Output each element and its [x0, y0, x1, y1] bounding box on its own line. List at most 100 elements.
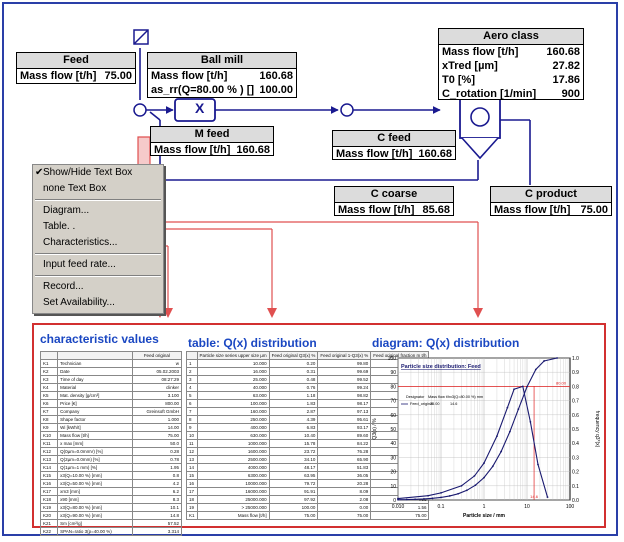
menu-item[interactable]: Set Availability...	[33, 295, 163, 311]
c-coarse-textbox[interactable]: C coarse Mass flow [t/h]85.68	[334, 186, 454, 216]
table-cell: K9	[39, 423, 59, 432]
data-point	[534, 368, 537, 371]
table-cell: 10000.000	[196, 479, 270, 488]
table-cell: Q(0µm=0.0mmV) [%]	[57, 447, 133, 456]
data-point	[448, 495, 451, 497]
table-header-cell: Particle size series upper size µm	[196, 351, 270, 360]
ball-mill-value: 100.00	[259, 84, 293, 96]
marker-x-label: 14.6	[530, 494, 539, 499]
menu-item-label: Show/Hide Text Box	[43, 167, 133, 178]
table-cell: 2500.000	[196, 455, 270, 464]
legend-header: x3(Q=80.00 %) mm	[450, 395, 483, 399]
data-point	[517, 408, 520, 411]
junction-icon	[340, 103, 354, 117]
table-cell: 15	[186, 471, 198, 480]
feed-textbox[interactable]: Feed Mass flow [t/h]75.00	[16, 52, 136, 84]
table-cell: Technician	[57, 359, 133, 368]
table-cell: w	[131, 359, 183, 368]
c-product-textbox[interactable]: C product Mass flow [t/h]75.00	[490, 186, 612, 216]
table-cell: 0.8	[131, 471, 183, 480]
y-tick-label: 50	[390, 427, 396, 433]
y2-tick-label: 0.9	[572, 370, 579, 376]
menu-separator	[35, 275, 161, 277]
aero-class-textbox[interactable]: Aero class Mass flow [t/h]160.68 xTred […	[438, 28, 584, 100]
table-cell: 76.28	[317, 447, 372, 456]
aero-class-value: 17.86	[552, 74, 580, 86]
menu-item-label: Diagram...	[43, 205, 90, 216]
table-cell: 95.61	[317, 415, 372, 424]
table-cell: K22	[39, 527, 59, 536]
table-cell: 25000.000	[196, 495, 270, 504]
data-point	[483, 476, 485, 479]
table-cell: 1.000	[131, 415, 183, 424]
menu-item[interactable]: none Text Box	[33, 181, 163, 197]
table-cell: 36.05	[317, 471, 372, 480]
table-cell: K16	[39, 479, 59, 488]
m-feed-label: Mass flow [t/h]	[154, 144, 231, 156]
data-point	[546, 496, 549, 499]
legend-header: Mass flow t/h	[428, 395, 450, 399]
menu-item[interactable]: Record...	[33, 279, 163, 295]
table-cell: 57.52	[131, 519, 183, 528]
menu-item-label: Record...	[43, 281, 84, 292]
menu-item[interactable]: ✔Show/Hide Text Box	[33, 165, 163, 181]
table-cell: Wi [kWh/t]	[57, 423, 133, 432]
table-header-cell	[186, 351, 198, 360]
y-tick-label: 70	[390, 399, 396, 405]
m-feed-value: 160.68	[236, 144, 270, 156]
x-tick-label: 0.010	[392, 504, 405, 510]
data-point	[483, 462, 485, 464]
table-cell: 1000.000	[196, 439, 270, 448]
table-cell: K14	[39, 463, 59, 472]
table-header-cell: Feed original	[131, 351, 183, 360]
table-cell: 40.000	[196, 383, 270, 392]
table-cell: 8.09	[317, 487, 372, 496]
table-cell: 1.18	[268, 391, 319, 400]
table-header-cell: Feed original Q3(x) %	[268, 351, 319, 360]
table-cell: 14.00	[131, 423, 183, 432]
table-cell: 14.8	[131, 511, 183, 520]
junction-icon	[133, 103, 147, 117]
y-tick-label: 0	[393, 498, 396, 504]
table-cell: K2	[39, 367, 59, 376]
menu-item[interactable]: Table. .	[33, 219, 163, 235]
table-cell: K20	[39, 511, 59, 520]
aero-class-value: 900	[561, 88, 580, 100]
table-cell: 17	[186, 487, 198, 496]
m-feed-textbox[interactable]: M feed Mass flow [t/h]160.68	[150, 126, 274, 156]
data-point	[460, 484, 463, 487]
table-cell: 1.95	[131, 463, 183, 472]
menu-item[interactable]: Input feed rate...	[33, 257, 163, 273]
menu-separator	[35, 253, 161, 255]
distribution-chart: 01020304050607080901000.00.10.20.30.40.5…	[372, 356, 600, 519]
y-tick-label: 10	[390, 484, 396, 490]
x-tick-label: 1	[483, 504, 486, 510]
table-cell: x90 [mm]	[57, 495, 133, 504]
table-cell: 100.00	[268, 503, 319, 512]
menu-item[interactable]: Diagram...	[33, 203, 163, 219]
table-cell: 10	[186, 431, 198, 440]
y2-tick-label: 0.3	[572, 455, 579, 461]
data-point	[521, 385, 524, 388]
c-feed-textbox[interactable]: C feed Mass flow [t/h]160.68	[332, 130, 456, 160]
table-cell: 65.90	[317, 455, 372, 464]
data-point	[465, 489, 468, 492]
ball-mill-textbox[interactable]: Ball mill Mass flow [t/h]160.68 as_rr(Q=…	[147, 52, 297, 98]
table-cell: Q(1µm=1 mm) [%]	[57, 463, 133, 472]
aero-class-label: C_rotation [1/min]	[442, 88, 537, 100]
table-cell: 98.82	[317, 391, 372, 400]
y-axis-label: Q3(x) / %	[372, 418, 378, 440]
table-cell: 2.08	[317, 495, 372, 504]
menu-item[interactable]: Characteristics...	[33, 235, 163, 251]
table-cell: x3(Q=90.00 %) [mm]	[57, 511, 133, 520]
ball-mill-value: 160.68	[259, 70, 293, 82]
